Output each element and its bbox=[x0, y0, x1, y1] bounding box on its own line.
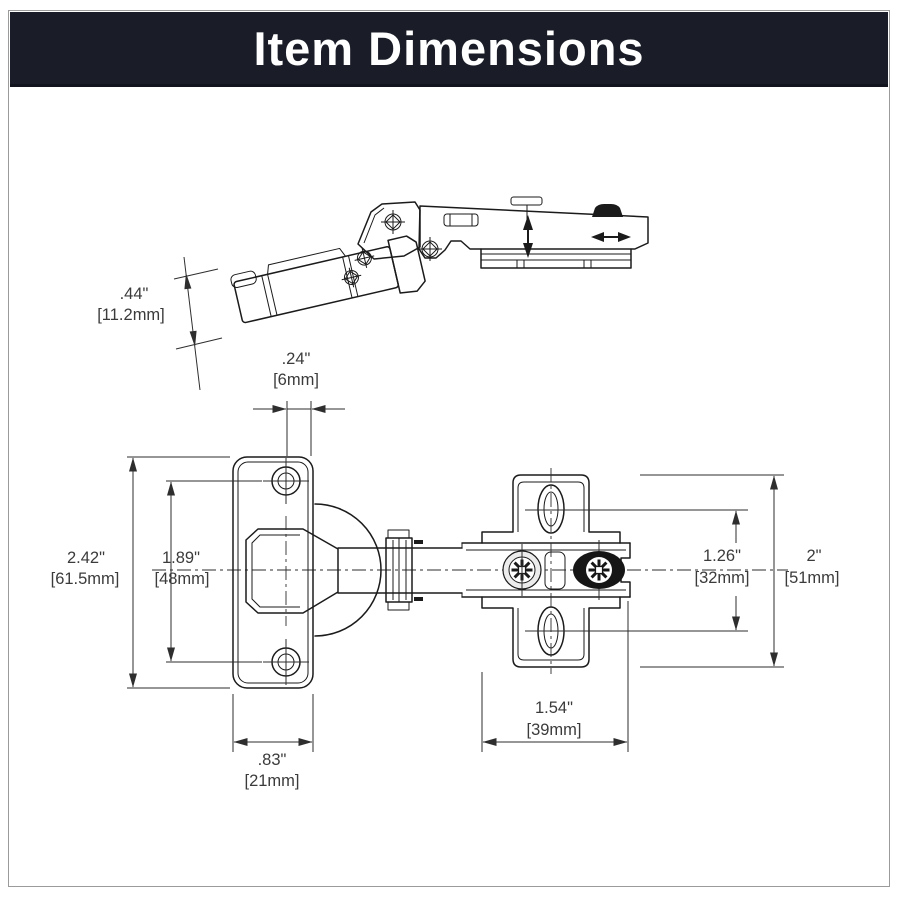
title-bar: Item Dimensions bbox=[10, 12, 888, 87]
dim-cup-offset-inches: .24" bbox=[282, 350, 311, 368]
hinge-arm bbox=[418, 196, 649, 261]
dim-base-height: 2" [51mm] bbox=[640, 474, 840, 668]
horizontal-adjust-arrow-icon bbox=[591, 232, 631, 242]
dim-cup-offset: .24" [6mm] bbox=[253, 350, 345, 456]
dim-hole-spacing-mm: [48mm] bbox=[154, 570, 209, 588]
cam-slot bbox=[544, 551, 566, 590]
mount-screw-icon bbox=[502, 544, 542, 596]
dim-base-hole-spacing-inches: 1.26" bbox=[703, 547, 741, 565]
dim-base-width: 1.54" [39mm] bbox=[481, 601, 629, 752]
hinge-elbow bbox=[357, 201, 421, 260]
dim-base-hole-spacing: 1.26" [32mm] bbox=[525, 509, 750, 632]
dim-plate-height-mm: [61.5mm] bbox=[51, 570, 120, 588]
front-view-drawing: 2.42" [61.5mm] 1.89" [48mm] .24" [6mm] .… bbox=[51, 350, 840, 790]
mount-plate-front bbox=[461, 468, 631, 674]
cup-plate-hole bbox=[263, 639, 309, 685]
dim-base-width-inches: 1.54" bbox=[535, 699, 573, 717]
dim-plate-height: 2.42" [61.5mm] bbox=[51, 456, 230, 689]
dim-hole-spacing: 1.89" [48mm] bbox=[154, 480, 262, 663]
height-adjust-cam bbox=[510, 196, 543, 220]
dim-hole-spacing-inches: 1.89" bbox=[162, 549, 200, 567]
cup-plate-hole bbox=[263, 458, 309, 504]
dim-flap-thickness-inches: .44" bbox=[120, 285, 149, 303]
dim-base-hole-spacing-mm: [32mm] bbox=[694, 569, 749, 587]
side-adjust-cam bbox=[592, 204, 623, 217]
page-frame: Item Dimensions bbox=[8, 10, 890, 887]
dim-plate-height-inches: 2.42" bbox=[67, 549, 105, 567]
dim-plate-width-inches: .83" bbox=[258, 751, 287, 769]
front-arm bbox=[337, 529, 463, 611]
dim-base-height-inches: 2" bbox=[806, 547, 821, 565]
hinge-flap bbox=[230, 235, 426, 324]
page-title: Item Dimensions bbox=[253, 21, 645, 75]
dim-plate-width-mm: [21mm] bbox=[244, 772, 299, 790]
cup-plate bbox=[232, 456, 382, 689]
dim-flap-thickness: .44" [11.2mm] bbox=[97, 256, 223, 391]
dim-cup-offset-mm: [6mm] bbox=[273, 371, 319, 389]
mount-plate-side bbox=[480, 248, 632, 269]
dim-base-height-mm: [51mm] bbox=[784, 569, 839, 587]
vertical-adjust-arrow-icon bbox=[523, 215, 533, 258]
dim-flap-thickness-mm: [11.2mm] bbox=[97, 306, 165, 324]
cam-screw-icon bbox=[573, 540, 625, 600]
dim-base-width-mm: [39mm] bbox=[526, 721, 581, 739]
side-view-drawing: .44" [11.2mm] bbox=[97, 196, 649, 391]
dim-plate-width: .83" [21mm] bbox=[232, 694, 314, 790]
flap-screw-icon bbox=[341, 267, 362, 288]
